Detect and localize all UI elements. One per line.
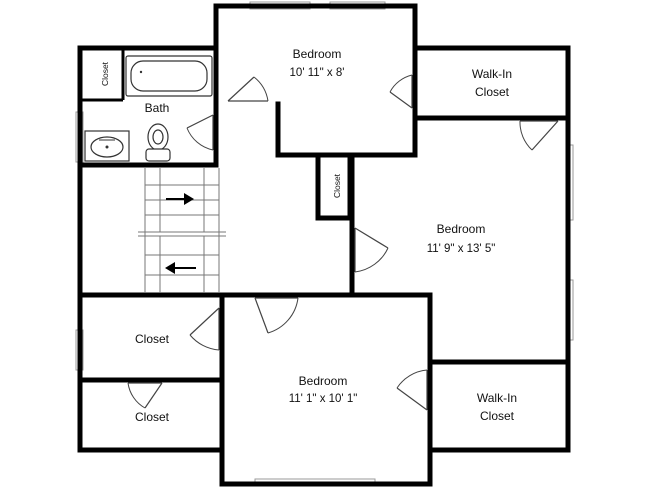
hall-closet-name: Closet xyxy=(332,173,342,198)
door-closet-left-upper[interactable] xyxy=(189,307,220,351)
bedroom-bottom-name: Bedroom xyxy=(299,374,348,388)
closet-left-lower-name: Closet xyxy=(135,410,170,424)
door-walkin-bottom[interactable] xyxy=(396,369,428,411)
door-bath[interactable] xyxy=(186,114,214,151)
door-walkin-top[interactable] xyxy=(389,74,413,109)
bath-closet-name: Closet xyxy=(100,61,110,86)
door-closet-left-lower[interactable] xyxy=(127,382,163,409)
room-labels: Bedroom 10' 11" x 8' Walk-In Closet Bath… xyxy=(100,47,517,424)
bedroom-right-dims: 11' 9" x 13' 5" xyxy=(427,243,496,255)
arrow-left-icon xyxy=(165,262,196,274)
walkin-top-name-2: Closet xyxy=(475,85,510,99)
walls xyxy=(77,3,571,487)
door-right-bedroom[interactable] xyxy=(354,227,389,273)
bath-name: Bath xyxy=(145,101,170,115)
door-top-bedroom[interactable] xyxy=(227,76,269,102)
bedroom-top-name: Bedroom xyxy=(293,47,342,61)
bedroom-top-dims: 10' 11" x 8' xyxy=(290,67,345,79)
toilet-icon xyxy=(145,123,171,162)
staircase xyxy=(138,168,226,293)
arrow-right-icon xyxy=(166,193,194,205)
closet-left-upper-name: Closet xyxy=(135,332,170,346)
bedroom-bottom-dims: 11' 1" x 10' 1" xyxy=(289,393,358,405)
bathtub-icon xyxy=(125,55,213,97)
door-bottom-bedroom[interactable] xyxy=(254,297,299,334)
walkin-bottom-name-1: Walk-In xyxy=(477,391,517,405)
bedroom-right-name: Bedroom xyxy=(437,222,486,236)
walkin-top-name-1: Walk-In xyxy=(472,67,512,81)
doors xyxy=(127,74,559,411)
sink-icon xyxy=(84,130,130,162)
door-walkin-to-right-bedroom[interactable] xyxy=(519,120,559,151)
bath-fixtures xyxy=(84,55,213,162)
walkin-bottom-name-2: Closet xyxy=(480,409,515,423)
